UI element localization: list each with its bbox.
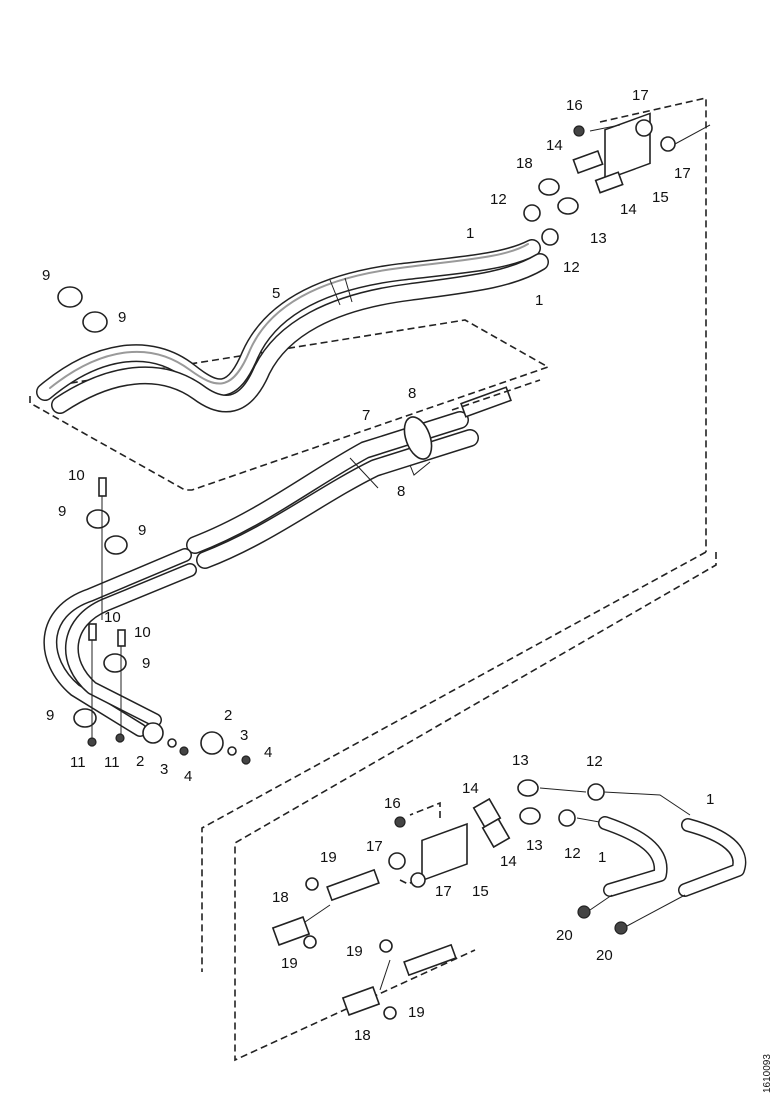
callout-14: 14 <box>546 137 563 154</box>
callout-3: 3 <box>160 761 168 778</box>
nut-icon <box>87 737 97 747</box>
callout-7: 7 <box>362 407 370 424</box>
callout-19: 19 <box>408 1004 425 1021</box>
clamps-and-bolts <box>57 286 128 747</box>
callout-20: 20 <box>556 927 573 944</box>
clamp-icon <box>104 535 128 555</box>
callout-18: 18 <box>516 155 533 172</box>
callout-12: 12 <box>563 259 580 276</box>
callout-17: 17 <box>435 883 452 900</box>
callout-8: 8 <box>397 483 405 500</box>
lower-assembly <box>271 779 747 1020</box>
callout-9: 9 <box>58 503 66 520</box>
callout-5: 5 <box>272 285 280 302</box>
callout-3: 3 <box>240 727 248 744</box>
callout-9: 9 <box>118 309 126 326</box>
callout-19: 19 <box>320 849 337 866</box>
callout-16: 16 <box>566 97 583 114</box>
callout-19: 19 <box>346 943 363 960</box>
callout-20: 20 <box>596 947 613 964</box>
callout-1: 1 <box>598 849 606 866</box>
callout-10: 10 <box>68 467 85 484</box>
callout-12: 12 <box>564 845 581 862</box>
document-id: 1610093 <box>762 1054 773 1093</box>
callout-17: 17 <box>366 838 383 855</box>
clamp-icon <box>73 708 97 728</box>
callout-14: 14 <box>620 201 637 218</box>
callout-17: 17 <box>632 87 649 104</box>
fittings-left <box>142 722 251 765</box>
callout-10: 10 <box>134 624 151 641</box>
callout-9: 9 <box>46 707 54 724</box>
callout-8: 8 <box>408 385 416 402</box>
callout-17: 17 <box>674 165 691 182</box>
callout-13: 13 <box>512 752 529 769</box>
callout-15: 15 <box>472 883 489 900</box>
nut-icon <box>115 733 125 743</box>
callout-14: 14 <box>500 853 517 870</box>
callout-9: 9 <box>42 267 50 284</box>
clamp-icon <box>86 509 110 529</box>
bolt-icon <box>117 629 126 647</box>
callout-16: 16 <box>384 795 401 812</box>
callout-19: 19 <box>281 955 298 972</box>
callout-14: 14 <box>462 780 479 797</box>
clamp-icon <box>82 311 108 333</box>
callout-9: 9 <box>142 655 150 672</box>
callout-12: 12 <box>586 753 603 770</box>
clamp-icon <box>103 653 127 673</box>
callout-18: 18 <box>272 889 289 906</box>
callout-2: 2 <box>136 753 144 770</box>
bolt-icon <box>98 477 107 497</box>
middle-hose-assembly <box>186 379 541 569</box>
clamp-icon <box>57 286 83 308</box>
callout-4: 4 <box>184 768 192 785</box>
callout-18: 18 <box>354 1027 371 1044</box>
callout-9: 9 <box>138 522 146 539</box>
callout-11: 11 <box>104 754 120 771</box>
callout-labels: 16 17 17 18 14 14 15 13 12 12 1 1 5 9 9 … <box>42 87 714 1044</box>
callout-4: 4 <box>264 744 272 761</box>
callout-10: 10 <box>104 609 121 626</box>
bolt-icon <box>88 623 97 641</box>
callout-1: 1 <box>466 225 474 242</box>
callout-1: 1 <box>706 791 714 808</box>
left-loop-tubes <box>43 548 197 737</box>
callout-15: 15 <box>652 189 669 206</box>
upper-hose-assembly <box>36 239 549 414</box>
callout-12: 12 <box>490 191 507 208</box>
top-bulkhead-assembly <box>523 112 711 246</box>
callout-13: 13 <box>590 230 607 247</box>
callout-1: 1 <box>535 292 543 309</box>
callout-2: 2 <box>224 707 232 724</box>
callout-11: 11 <box>70 754 86 771</box>
callout-13: 13 <box>526 837 543 854</box>
